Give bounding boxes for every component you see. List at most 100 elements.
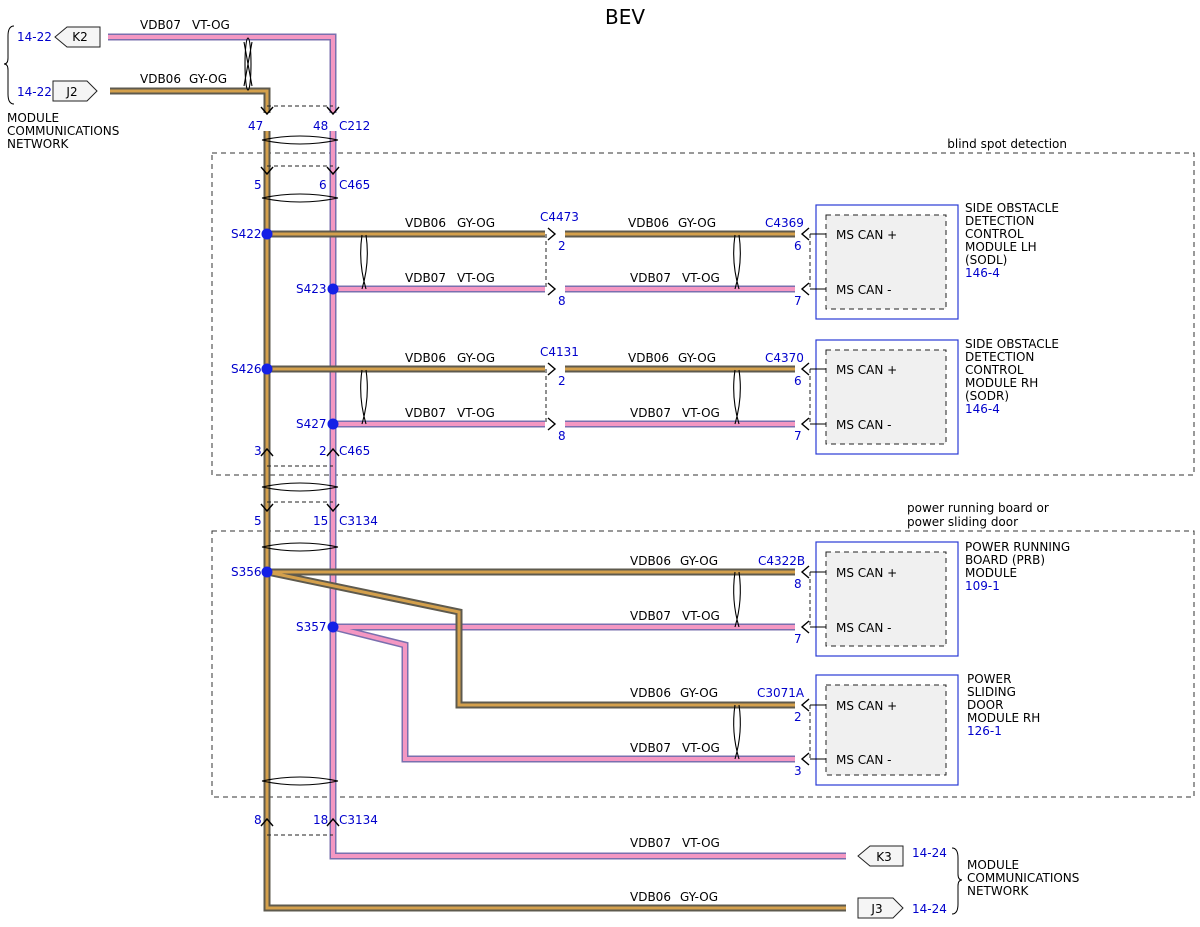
wire-vtog-sodr-a: VT-OG bbox=[457, 406, 495, 420]
psd-pin-can-minus: MS CAN - bbox=[836, 753, 892, 767]
j2-page-ref[interactable]: 14-22 bbox=[17, 85, 52, 99]
wire-vtog-bottom: VT-OG bbox=[682, 836, 720, 850]
splice-s357[interactable] bbox=[327, 621, 339, 633]
c4369-label[interactable]: C4369 bbox=[765, 216, 804, 230]
sodl-ref[interactable]: 146-4 bbox=[965, 266, 1000, 280]
k2-tag bbox=[54, 26, 101, 48]
c4370-pin-7: 7 bbox=[794, 429, 802, 443]
sodr-name-4: MODULE RH bbox=[965, 376, 1038, 390]
c4369-pin-6: 6 bbox=[794, 239, 802, 253]
splice-s357-label: S357 bbox=[296, 620, 327, 634]
module-psd[interactable]: MS CAN + MS CAN - bbox=[810, 674, 959, 786]
network-bracket-bottom bbox=[951, 847, 963, 915]
network-label-top-2: COMMUNICATIONS bbox=[7, 124, 119, 138]
c4131-pin-8: 8 bbox=[558, 429, 566, 443]
c3134-label-lower[interactable]: C3134 bbox=[339, 813, 378, 827]
wire-vdb07-prb: VDB07 bbox=[630, 609, 671, 623]
c4473-pin-8: 8 bbox=[558, 294, 566, 308]
wire-vdb06-sodl-a: VDB06 bbox=[405, 216, 446, 230]
power-board-group-label-1: power running board or bbox=[907, 501, 1049, 515]
connector-arrows bbox=[260, 106, 810, 827]
wire-gyog-sodl-a: GY-OG bbox=[457, 216, 495, 230]
sodr-name-3: CONTROL bbox=[965, 363, 1024, 377]
sodr-name-2: DETECTION bbox=[965, 350, 1034, 364]
psd-ref[interactable]: 126-1 bbox=[967, 724, 1002, 738]
splice-s422-label: S422 bbox=[231, 227, 262, 241]
wire-vdb07-sodl-a: VDB07 bbox=[405, 271, 446, 285]
wire-gyog-prb: GY-OG bbox=[680, 554, 718, 568]
psd-name-4: MODULE RH bbox=[967, 711, 1040, 725]
wire-vtog-prb: VT-OG bbox=[682, 609, 720, 623]
wire-vdb06-sodr-a: VDB06 bbox=[405, 351, 446, 365]
splice-s423-label: S423 bbox=[296, 282, 327, 296]
c4322b-label[interactable]: C4322B bbox=[758, 554, 805, 568]
c3134-pin-5: 5 bbox=[254, 514, 262, 528]
wire-vtog-psd: VT-OG bbox=[682, 741, 720, 755]
splice-s426[interactable] bbox=[261, 363, 273, 375]
module-prb[interactable]: MS CAN + MS CAN - bbox=[810, 541, 959, 657]
c465-label-upper[interactable]: C465 bbox=[339, 178, 370, 192]
j2-tag bbox=[52, 80, 98, 102]
splice-s356[interactable] bbox=[261, 566, 273, 578]
c4473-label[interactable]: C4473 bbox=[540, 210, 579, 224]
c4370-label[interactable]: C4370 bbox=[765, 351, 804, 365]
psd-name-2: SLIDING bbox=[967, 685, 1016, 699]
sodr-pin-can-minus: MS CAN - bbox=[836, 418, 892, 432]
j3-page-ref[interactable]: 14-24 bbox=[912, 902, 947, 916]
sodl-name-4: MODULE LH bbox=[965, 240, 1037, 254]
splice-s356-label: S356 bbox=[231, 565, 262, 579]
psd-name-1: POWER bbox=[967, 672, 1011, 686]
wire-gyog-sodr-b: GY-OG bbox=[678, 351, 716, 365]
sodl-pin-can-minus: MS CAN - bbox=[836, 283, 892, 297]
c465-pin-3: 3 bbox=[254, 444, 262, 458]
c4131-label[interactable]: C4131 bbox=[540, 345, 579, 359]
vt-og-wires-core bbox=[108, 35, 846, 858]
c212-pin-48: 48 bbox=[313, 119, 328, 133]
j3-tag bbox=[857, 897, 904, 919]
gy-og-wires-core bbox=[110, 89, 846, 910]
splice-s426-label: S426 bbox=[231, 362, 262, 376]
j2-label: J2 bbox=[65, 85, 77, 99]
c4369-pin-7: 7 bbox=[794, 294, 802, 308]
network-label-top-1: MODULE bbox=[7, 111, 59, 125]
prb-pin-can-plus: MS CAN + bbox=[836, 566, 897, 580]
network-bracket-top bbox=[3, 25, 15, 105]
c465-pin-6: 6 bbox=[319, 178, 327, 192]
prb-name-1: POWER RUNNING bbox=[965, 540, 1070, 554]
prb-name-3: MODULE bbox=[965, 566, 1017, 580]
module-sodr[interactable]: MS CAN + MS CAN - bbox=[810, 339, 959, 455]
wire-vdb06-prb: VDB06 bbox=[630, 554, 671, 568]
k3-label: K3 bbox=[876, 850, 892, 864]
c3071a-label[interactable]: C3071A bbox=[757, 686, 805, 700]
wire-vdb07-bottom: VDB07 bbox=[630, 836, 671, 850]
wire-vdb06-psd: VDB06 bbox=[630, 686, 671, 700]
power-board-group-label-2: power sliding door bbox=[907, 515, 1018, 529]
c212-label[interactable]: C212 bbox=[339, 119, 370, 133]
k2-page-ref[interactable]: 14-22 bbox=[17, 30, 52, 44]
c3134-pin-18: 18 bbox=[313, 813, 328, 827]
module-sodl[interactable]: MS CAN + MS CAN - bbox=[810, 204, 959, 320]
splice-s422[interactable] bbox=[261, 228, 273, 240]
k2-label: K2 bbox=[72, 30, 88, 44]
sodl-name-1: SIDE OBSTACLE bbox=[965, 201, 1059, 215]
splice-s423[interactable] bbox=[327, 283, 339, 295]
wire-vtog-sodr-b: VT-OG bbox=[682, 406, 720, 420]
splice-s427-label: S427 bbox=[296, 417, 327, 431]
prb-ref[interactable]: 109-1 bbox=[965, 579, 1000, 593]
network-label-bottom-2: COMMUNICATIONS bbox=[967, 871, 1079, 885]
c3134-label-upper[interactable]: C3134 bbox=[339, 514, 378, 528]
psd-name-3: DOOR bbox=[967, 698, 1003, 712]
wire-vdb07-sodr-a: VDB07 bbox=[405, 406, 446, 420]
sodl-name-2: DETECTION bbox=[965, 214, 1034, 228]
wire-vdb07-top: VDB07 bbox=[140, 18, 181, 32]
wire-vdb07-sodr-b: VDB07 bbox=[630, 406, 671, 420]
splice-s427[interactable] bbox=[327, 418, 339, 430]
c3071a-pin-3: 3 bbox=[794, 764, 802, 778]
c465-label-lower[interactable]: C465 bbox=[339, 444, 370, 458]
wire-vtog-sodl-a: VT-OG bbox=[457, 271, 495, 285]
k3-page-ref[interactable]: 14-24 bbox=[912, 846, 947, 860]
sodr-ref[interactable]: 146-4 bbox=[965, 402, 1000, 416]
wire-vdb07-psd: VDB07 bbox=[630, 741, 671, 755]
c4370-pin-6: 6 bbox=[794, 374, 802, 388]
wire-vtog-top: VT-OG bbox=[192, 18, 230, 32]
